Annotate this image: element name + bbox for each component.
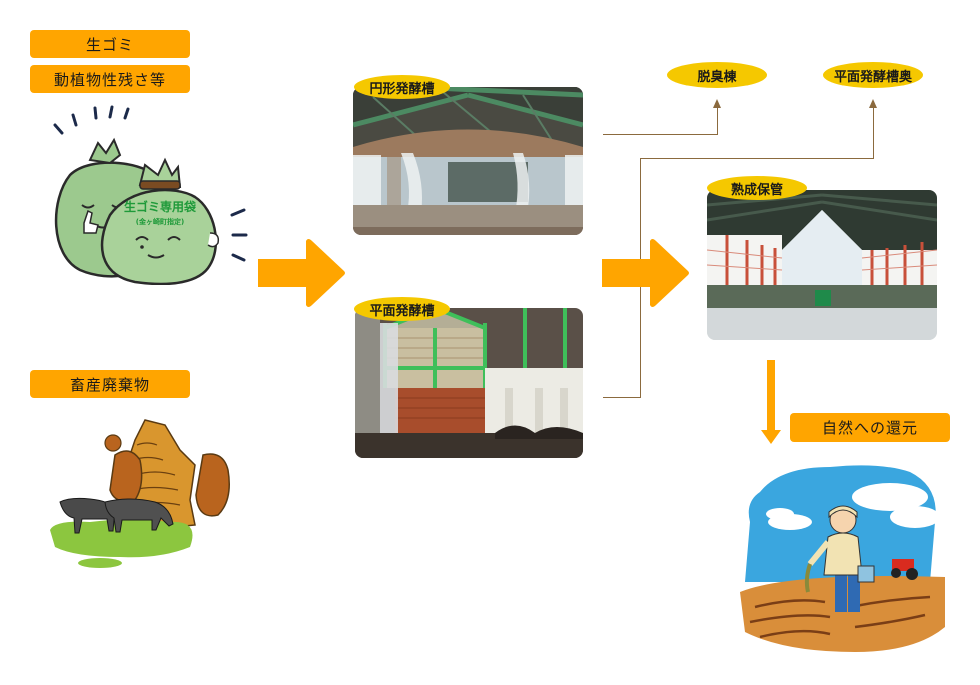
bag-text: 生ゴミ専用袋 xyxy=(124,199,197,214)
livestock-waste-label: 畜産廃棄物 xyxy=(30,370,190,398)
flat-fermentation-tank-photo xyxy=(355,308,583,458)
flat-tank-rear-label: 平面発酵槽奥 xyxy=(823,62,923,88)
maturation-storage-photo xyxy=(707,190,937,340)
flow-line-from-flat-tank xyxy=(603,397,641,398)
bag-subtext: (金ヶ崎町指定) xyxy=(136,217,184,226)
plant-animal-residue-label: 動植物性残さ等 xyxy=(30,65,190,93)
kitchen-waste-label: 生ゴミ xyxy=(30,30,190,58)
return-to-nature-label: 自然への還元 xyxy=(790,413,950,442)
deodorization-building-label: 脱臭棟 xyxy=(667,62,767,88)
garbage-bag-illustration: 生ゴミ専用袋 (金ヶ崎町指定) xyxy=(40,105,260,286)
flow-arrow-to-fermentation xyxy=(258,237,346,309)
flat-fermentation-tank-label: 平面発酵槽 xyxy=(354,297,450,321)
farmer-illustration xyxy=(740,462,945,652)
flat-tank-rear-arrowhead-icon xyxy=(869,99,877,108)
flow-line-deodorization-vertical xyxy=(717,108,718,135)
flow-arrow-to-nature xyxy=(761,360,781,445)
circular-fermentation-tank-label: 円形発酵槽 xyxy=(354,75,450,99)
flow-line-flat-tank-rear-horizontal xyxy=(640,158,874,159)
flow-line-deodorization-horizontal xyxy=(603,134,718,135)
flow-line-flat-tank-rear-vertical xyxy=(873,108,874,159)
maturation-storage-label: 熟成保管 xyxy=(707,176,807,200)
livestock-manure-illustration xyxy=(45,410,260,575)
flow-arrow-to-maturation xyxy=(602,237,690,309)
deodorization-arrowhead-icon xyxy=(713,99,721,108)
circular-fermentation-tank-photo xyxy=(353,87,583,235)
